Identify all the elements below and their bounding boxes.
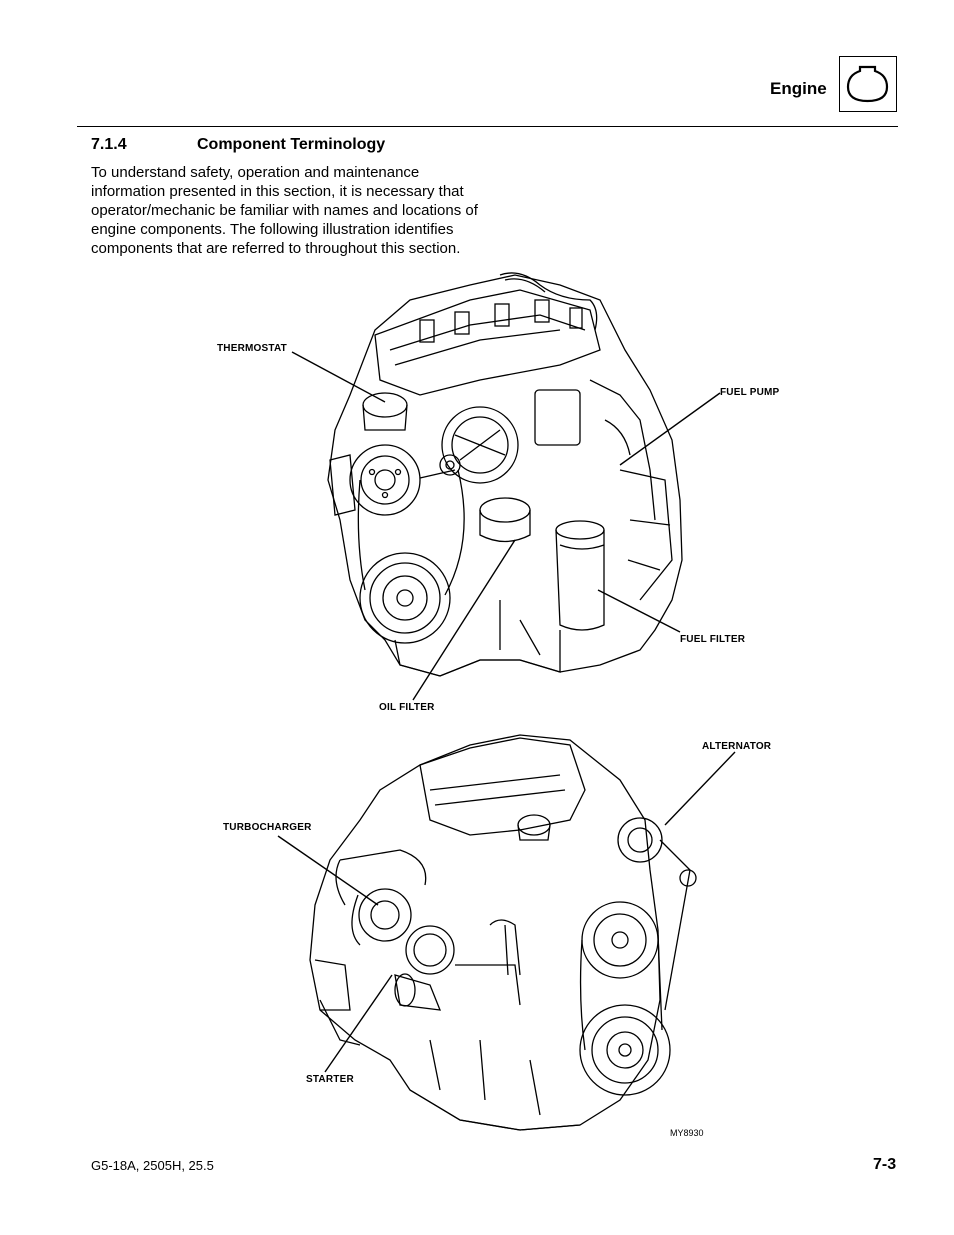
starter-label: STARTER (306, 1074, 354, 1085)
thermostat-leader (291, 351, 386, 403)
section-name: Engine (770, 79, 827, 98)
oil-filter-leader (412, 539, 516, 701)
alternator-leader (664, 751, 736, 826)
turbocharger-leader (277, 835, 379, 906)
oil-filter-label: OIL FILTER (379, 702, 435, 713)
engine-icon (839, 56, 897, 112)
footer-model: G5-18A, 2505H, 25.5 (91, 1158, 214, 1173)
upper-engine-drawing (327, 272, 683, 677)
fuel-filter-leader (597, 589, 681, 633)
intro-paragraph: To understand safety, operation and main… (91, 164, 478, 257)
fuel-pump-label: FUEL PUMP (720, 387, 780, 398)
figure-id: MY8930 (670, 1128, 704, 1138)
fuel-filter-label: FUEL FILTER (680, 634, 746, 645)
alternator-label: ALTERNATOR (702, 741, 772, 752)
turbocharger-label: TURBOCHARGER (223, 822, 312, 833)
page-number: 7-3 (873, 1156, 897, 1173)
section-number: 7.1.4 (91, 136, 127, 153)
fuel-pump-leader (619, 392, 721, 466)
thermostat-label: THERMOSTAT (217, 343, 287, 354)
header-rule (77, 126, 898, 127)
section-title: Component Terminology (197, 136, 386, 153)
lower-engine-drawing (309, 734, 697, 1131)
starter-leader (324, 974, 393, 1073)
